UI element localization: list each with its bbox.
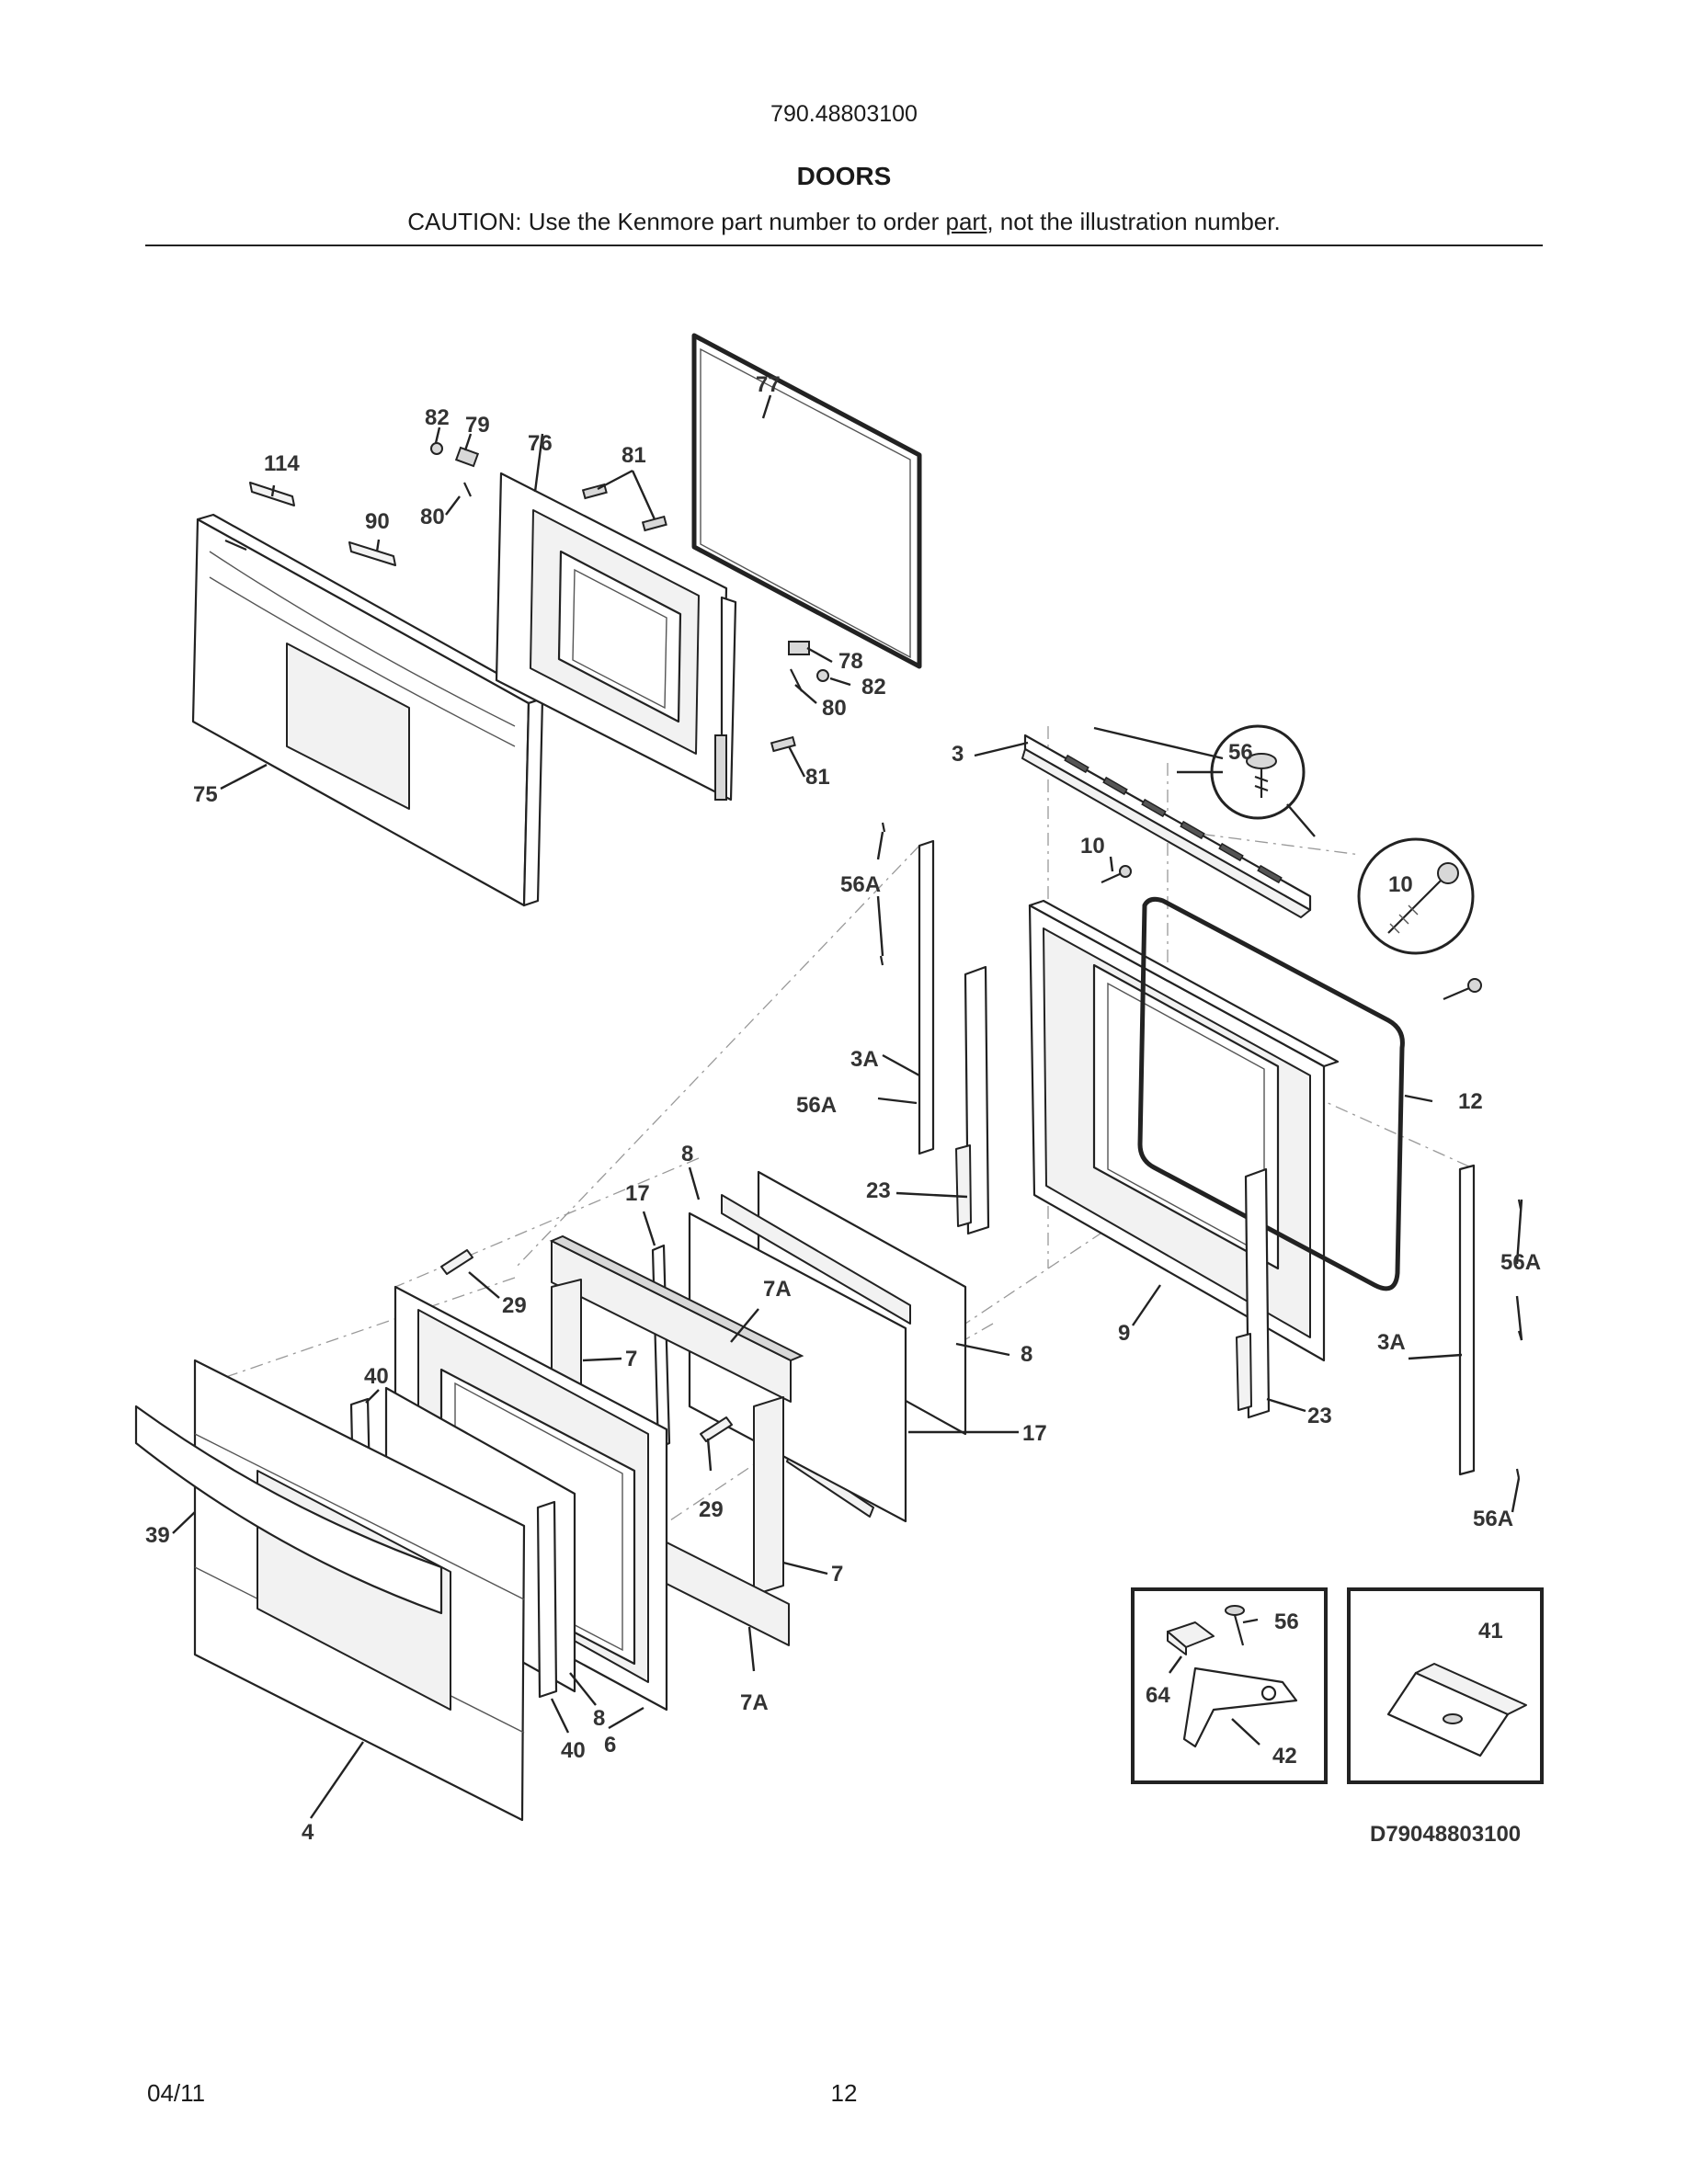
callout-80: 80 bbox=[822, 696, 847, 721]
callout-17: 17 bbox=[625, 1181, 650, 1206]
callout-8: 8 bbox=[593, 1706, 605, 1731]
callout-79: 79 bbox=[465, 413, 490, 438]
part-23-hinge-left bbox=[955, 965, 990, 1235]
callout-114: 114 bbox=[264, 451, 300, 476]
part-3-top-channel bbox=[1021, 734, 1312, 918]
callout-39: 39 bbox=[145, 1523, 170, 1548]
part-77-door-gasket bbox=[691, 333, 922, 669]
callout-7: 7 bbox=[831, 1562, 843, 1587]
callout-64: 64 bbox=[1146, 1683, 1170, 1708]
callout-75: 75 bbox=[193, 782, 218, 807]
part-40-hinge-receptacle-right bbox=[536, 1500, 558, 1699]
callout-82: 82 bbox=[425, 405, 450, 430]
caution-part-word: part bbox=[945, 208, 987, 235]
callout-8: 8 bbox=[681, 1142, 693, 1166]
callout-81: 81 bbox=[805, 765, 830, 790]
callout-7A: 7A bbox=[763, 1277, 792, 1302]
caution-text-start: CAUTION: Use the Kenmore part number to … bbox=[407, 208, 946, 235]
callout-56A: 56A bbox=[1500, 1250, 1541, 1275]
part-3A-side-channel-left bbox=[877, 822, 935, 1155]
callout-56A: 56A bbox=[796, 1093, 837, 1118]
part-3A-side-channel-right bbox=[1458, 1164, 1523, 1479]
callout-6: 6 bbox=[604, 1733, 616, 1757]
callout-numbers: 77 82 79 76 81 114 90 80 78 82 80 81 75 … bbox=[145, 372, 1541, 1845]
inset-box-bracket-kit bbox=[1131, 1587, 1328, 1784]
callout-76: 76 bbox=[528, 431, 553, 456]
part-23-hinge-right bbox=[1236, 1167, 1271, 1419]
part-79-82-80-hinge-hardware bbox=[430, 442, 829, 753]
footer-date: 04/11 bbox=[147, 2079, 206, 2107]
caution-note: CAUTION: Use the Kenmore part number to … bbox=[0, 208, 1688, 236]
callout-3: 3 bbox=[952, 742, 964, 767]
caution-text-end: , not the illustration number. bbox=[987, 208, 1281, 235]
part-76-inner-door-liner bbox=[495, 472, 737, 802]
part-29-pin-b bbox=[700, 1416, 733, 1442]
callout-82: 82 bbox=[861, 675, 886, 700]
callout-29: 29 bbox=[502, 1293, 527, 1318]
part-7-insulation-right bbox=[753, 1396, 784, 1596]
callout-7: 7 bbox=[625, 1347, 637, 1371]
callout-23: 23 bbox=[1307, 1404, 1332, 1428]
section-title: DOORS bbox=[796, 162, 892, 190]
callout-40: 40 bbox=[561, 1738, 586, 1763]
callout-23: 23 bbox=[866, 1178, 891, 1203]
callout-10: 10 bbox=[1388, 872, 1413, 897]
callout-3A: 3A bbox=[1377, 1330, 1406, 1355]
inset-box-part-41 bbox=[1347, 1587, 1544, 1784]
page-number: 12 bbox=[830, 2079, 858, 2107]
part-90-label bbox=[348, 541, 396, 566]
callout-42: 42 bbox=[1272, 1744, 1297, 1769]
callout-56A: 56A bbox=[1473, 1507, 1513, 1531]
part-10-bolt-detail bbox=[1101, 837, 1482, 1001]
diagram-id: D79048803100 bbox=[1370, 1822, 1522, 1847]
part-29-pin-a bbox=[440, 1249, 473, 1275]
model-number: 790.48803100 bbox=[770, 101, 918, 127]
part-12-oven-gasket bbox=[1137, 896, 1405, 1291]
callout-8: 8 bbox=[1021, 1342, 1032, 1367]
callout-81: 81 bbox=[622, 443, 646, 468]
leader-lines bbox=[172, 394, 1523, 1819]
callout-3A: 3A bbox=[850, 1047, 879, 1072]
callout-4: 4 bbox=[302, 1820, 314, 1845]
callout-12: 12 bbox=[1458, 1089, 1483, 1114]
callout-77: 77 bbox=[756, 372, 781, 397]
callout-56A: 56A bbox=[840, 872, 881, 897]
callout-78: 78 bbox=[838, 649, 863, 674]
callout-10: 10 bbox=[1080, 834, 1105, 859]
callout-29: 29 bbox=[699, 1497, 724, 1522]
callout-17: 17 bbox=[1022, 1421, 1047, 1446]
part-75-outer-door-panel bbox=[191, 513, 544, 907]
callout-56: 56 bbox=[1274, 1610, 1299, 1634]
callout-9: 9 bbox=[1118, 1321, 1130, 1346]
callout-56: 56 bbox=[1228, 740, 1253, 765]
callout-7A: 7A bbox=[740, 1690, 769, 1715]
part-39-door-handle bbox=[134, 1405, 443, 1615]
callout-40: 40 bbox=[364, 1364, 389, 1389]
callout-41: 41 bbox=[1478, 1619, 1503, 1644]
part-56-screw-detail bbox=[1210, 724, 1306, 820]
header-rule bbox=[145, 245, 1543, 246]
part-7A-insulation-top bbox=[549, 1234, 804, 1403]
callout-80: 80 bbox=[420, 505, 445, 529]
callout-90: 90 bbox=[365, 509, 390, 534]
